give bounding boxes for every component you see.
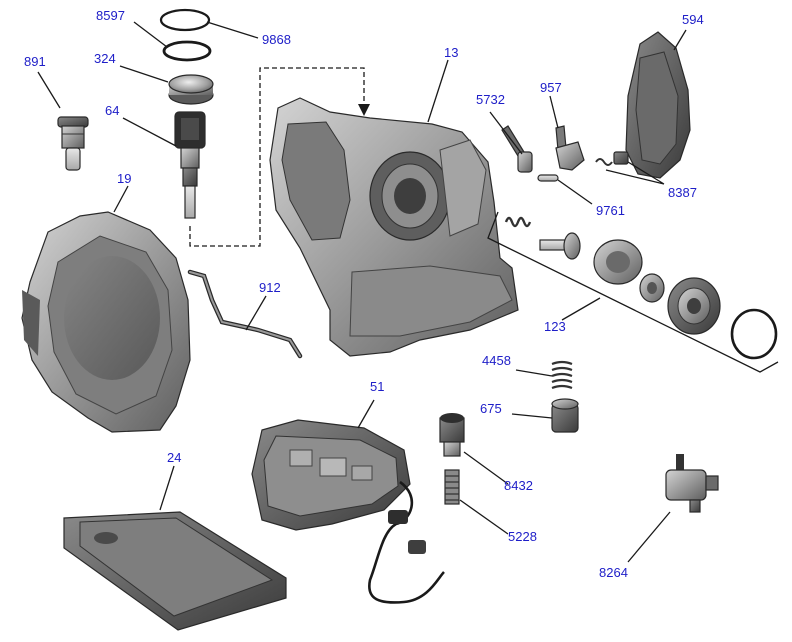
- callout-912: 912: [259, 280, 281, 295]
- spring-4458: [551, 360, 573, 390]
- pin-9761: [537, 174, 559, 182]
- leader-594: [673, 29, 687, 51]
- leader-8264: [627, 511, 671, 563]
- leader-9868: [206, 21, 259, 39]
- callout-5228: 5228: [508, 529, 537, 544]
- tube-912: [187, 269, 303, 359]
- leader-891: [37, 71, 61, 109]
- lever-957: [555, 125, 585, 171]
- piston-675: [551, 398, 579, 433]
- sensor-8264: [665, 454, 719, 513]
- callout-957: 957: [540, 80, 562, 95]
- bell-housing-19: [21, 211, 191, 433]
- callout-9761: 9761: [596, 203, 625, 218]
- leader-8597: [133, 21, 168, 48]
- callout-891: 891: [24, 54, 46, 69]
- spring-clip-8387: [595, 151, 629, 166]
- leader-5732: [489, 111, 523, 155]
- callout-8387: 8387: [668, 185, 697, 200]
- o-ring-8597: [162, 40, 212, 62]
- callout-8597: 8597: [96, 8, 125, 23]
- callout-5732: 5732: [476, 92, 505, 107]
- leader-123: [561, 297, 601, 321]
- ring-123-b: [639, 273, 665, 303]
- drum-123-a: [593, 239, 643, 285]
- callout-594: 594: [682, 12, 704, 27]
- assembly-group-123: [487, 211, 779, 373]
- leader-8432: [463, 451, 509, 485]
- cap-324: [168, 74, 214, 105]
- snap-ring-9868: [159, 8, 211, 32]
- install-path-dashed: [189, 67, 370, 247]
- leader-8387: [605, 161, 665, 185]
- leader-9761: [557, 179, 593, 205]
- callout-19: 19: [117, 171, 131, 186]
- leader-675: [511, 413, 553, 419]
- leader-324: [119, 65, 169, 83]
- leader-957: [549, 95, 559, 129]
- cover-594: [625, 31, 691, 179]
- callout-51: 51: [370, 379, 384, 394]
- leader-912: [245, 295, 267, 331]
- spring-5228: [444, 469, 460, 505]
- snap-ring-123: [730, 308, 778, 360]
- leader-24: [159, 465, 175, 511]
- spring-123: [504, 216, 532, 228]
- valve-body-51: [251, 419, 445, 604]
- callout-13: 13: [444, 45, 458, 60]
- leader-64: [122, 117, 177, 147]
- callout-labels: 8597 9868 891 324 64 13 594 5732 957 19 …: [24, 8, 704, 580]
- leader-lines: [37, 21, 687, 563]
- sensor-891: [57, 116, 89, 171]
- transmission-case-13: [269, 97, 519, 357]
- piston-8432: [439, 413, 465, 457]
- shaft-123: [539, 232, 581, 260]
- callout-324: 324: [94, 51, 116, 66]
- oil-pan-24: [63, 511, 287, 631]
- callout-8264: 8264: [599, 565, 628, 580]
- callout-64: 64: [105, 103, 119, 118]
- callout-123: 123: [544, 319, 566, 334]
- callout-24: 24: [167, 450, 181, 465]
- solenoid-64: [174, 111, 206, 219]
- leader-19: [113, 185, 129, 213]
- callout-9868: 9868: [262, 32, 291, 47]
- callout-8432: 8432: [504, 478, 533, 493]
- drum-123-c: [667, 277, 721, 335]
- leader-51: [357, 399, 375, 429]
- callout-675: 675: [480, 401, 502, 416]
- leader-13: [427, 59, 449, 123]
- leader-4458: [515, 369, 553, 377]
- callout-4458: 4458: [482, 353, 511, 368]
- leader-5228: [459, 499, 509, 535]
